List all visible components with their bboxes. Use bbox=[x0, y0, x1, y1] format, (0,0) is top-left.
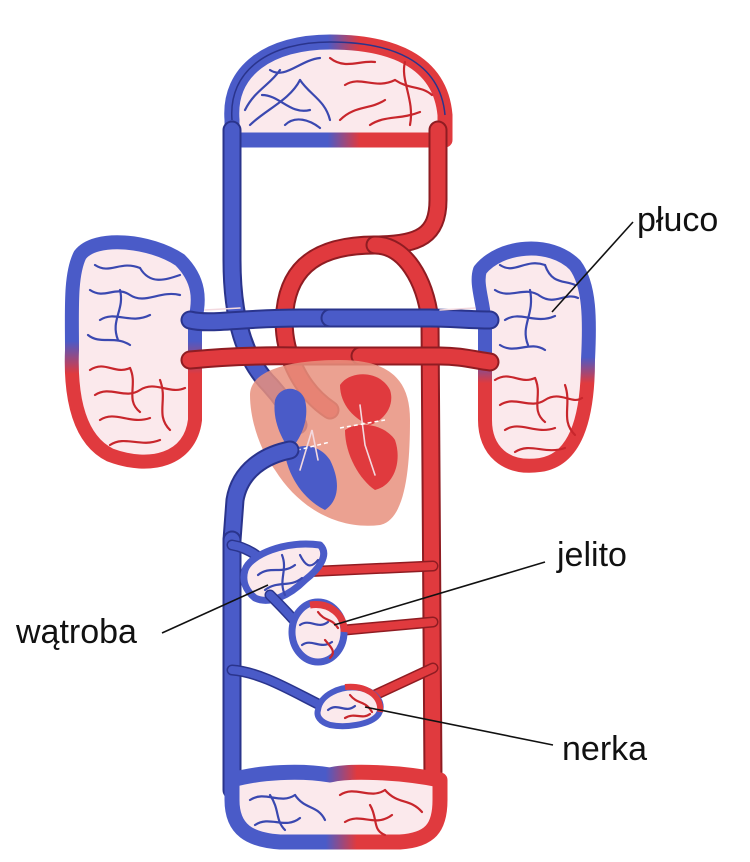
lower-body-capillary-bed bbox=[224, 764, 448, 850]
label-intestine-group: jelito bbox=[333, 536, 627, 626]
intestine-label: jelito bbox=[556, 536, 627, 574]
pulmonary-artery-left bbox=[180, 307, 340, 332]
left-lung bbox=[64, 235, 205, 469]
lung-label: płuco bbox=[637, 201, 718, 239]
right-lung bbox=[471, 241, 596, 473]
label-lung-group: płuco bbox=[551, 201, 718, 313]
intestine-circuit bbox=[264, 589, 439, 666]
liver-leader-line bbox=[161, 584, 269, 634]
liver-label: wątroba bbox=[15, 613, 137, 651]
heart bbox=[250, 360, 410, 526]
liver-circuit bbox=[226, 539, 439, 604]
vena-cava-inferior-link bbox=[222, 440, 300, 550]
kidney-leader-line bbox=[364, 706, 554, 746]
kidney-circuit bbox=[226, 662, 439, 730]
head-capillary-bed bbox=[224, 34, 453, 148]
label-liver-group: wątroba bbox=[15, 584, 269, 651]
label-kidney-group: nerka bbox=[364, 706, 647, 768]
kidney-label: nerka bbox=[562, 730, 647, 768]
pulmonary-artery-right bbox=[320, 307, 500, 330]
lung-leader-line bbox=[551, 221, 634, 313]
pulmonary-vein-right bbox=[350, 346, 500, 372]
intestine-leader-line bbox=[333, 561, 546, 626]
pulmonary-vein-left bbox=[180, 346, 370, 370]
